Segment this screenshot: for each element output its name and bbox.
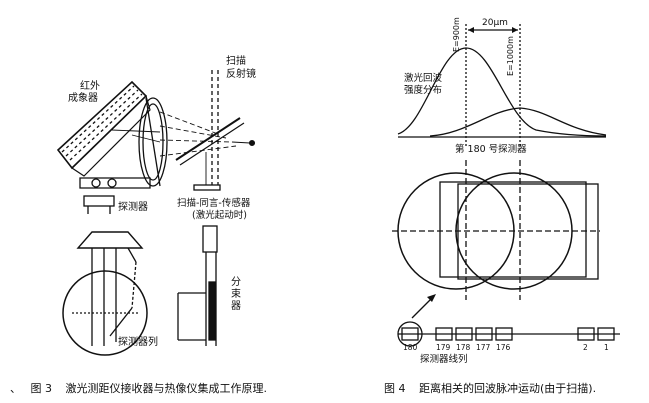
image-area-rect-1 (439, 181, 587, 278)
label-spacing: 20μm (482, 18, 508, 28)
figure3-caption-number: 图 3 (30, 382, 53, 395)
detector-179 (435, 327, 453, 341)
figure4-caption-number: 图 4 (384, 382, 406, 395)
sync-sensor (193, 184, 221, 191)
detector-number-178: 178 (456, 343, 471, 352)
scan-mirror (175, 70, 245, 185)
label-splitter-3: 器 (231, 300, 241, 312)
label-detector-array: 探测器列 (118, 335, 158, 348)
splitter-column (177, 225, 218, 346)
label-splitter-1: 分 (231, 276, 241, 288)
label-splitter-2: 束 (231, 288, 241, 300)
detector-177 (475, 327, 493, 341)
figure3-diagram (56, 70, 256, 356)
label-intensity-1: 激光回波 (404, 72, 443, 84)
label-detector: 探测器 (118, 200, 148, 213)
detector-180-highlight (397, 321, 423, 347)
figure4-caption: 图 4 距离相关的回波脉冲运动(由于扫描). (384, 380, 596, 396)
optical-beams (111, 111, 251, 157)
detector-178 (455, 327, 473, 341)
target-point (248, 139, 256, 147)
label-intensity-2: 强度分布 (404, 84, 442, 96)
sphere-assembly (62, 231, 148, 356)
label-detector-row: 探测器线列 (420, 353, 468, 365)
figure3-caption: 、 图 3 激光测距仪接收器与热像仪集成工作原理. (10, 380, 267, 396)
detector-176 (495, 327, 513, 341)
detector-number-1: 1 (604, 343, 609, 352)
detector-number-2: 2 (583, 343, 588, 352)
infrared-imager-housing (56, 80, 151, 189)
label-e1000: E=1000m (506, 36, 515, 76)
detector-180 (401, 327, 419, 341)
label-infrared-imager-2: 成象器 (68, 92, 98, 104)
detector-number-180: 180 (403, 343, 418, 352)
label-e900: E=900m (452, 17, 461, 52)
detector-mount (83, 195, 115, 214)
detector-number-177: 177 (476, 343, 491, 352)
label-sync-sensor-2: (激光起动时) (192, 209, 247, 221)
label-infrared-imager-1: 红外 (80, 79, 100, 92)
label-sync-sensor-1: 扫描-同言-传感器 (177, 197, 251, 209)
figure3-caption-mark: 、 (10, 382, 21, 395)
label-scan-mirror-2: 反射镜 (226, 67, 256, 80)
label-detector-180: 第 180 号探测器 (455, 143, 527, 155)
imager-lens (138, 97, 168, 187)
label-scan-mirror-1: 扫描 (226, 54, 246, 67)
detector-number-179: 179 (436, 343, 451, 352)
detector-1 (597, 327, 615, 341)
detector-number-176: 176 (496, 343, 511, 352)
figure4-caption-text: 距离相关的回波脉冲运动(由于扫描). (419, 382, 597, 395)
intensity-curve-1000 (429, 107, 607, 137)
detector-2 (577, 327, 595, 341)
intensity-curve-900 (397, 47, 607, 137)
figure3-caption-text: 激光测距仪接收器与热像仪集成工作原理. (65, 382, 268, 395)
figure4-diagram (392, 24, 620, 347)
